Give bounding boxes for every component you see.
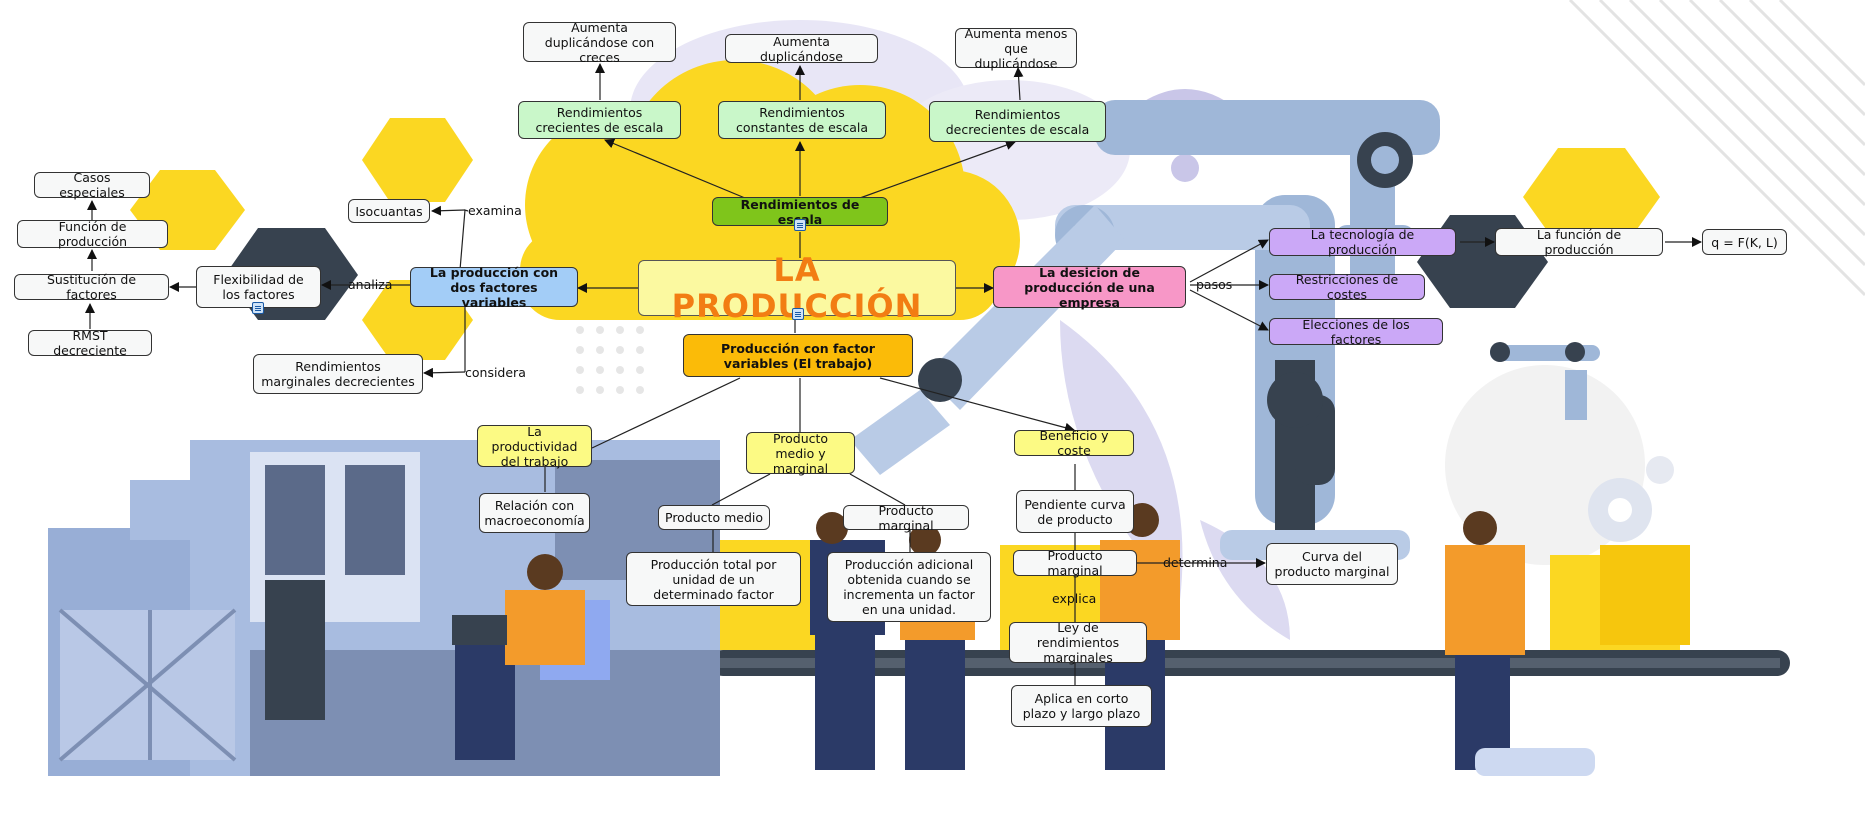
edge-label-explica: explica <box>1052 591 1097 606</box>
central-topic[interactable]: LA PRODUCCIÓN <box>638 252 956 324</box>
node-restricciones[interactable]: Restricciones de costes <box>1269 272 1425 302</box>
node-dos-factores[interactable]: La producción con dos factores variables <box>410 265 578 310</box>
factory-machine <box>48 440 720 776</box>
edge-label-determina: determina <box>1163 555 1228 570</box>
node-aumenta-creces[interactable]: Aumenta duplicándose con creces <box>523 20 676 65</box>
node-rend-marginales[interactable]: Rendimientos marginales decrecientes <box>253 354 423 394</box>
node-producto-marginal-def[interactable]: Producción adicional obtenida cuando se … <box>827 552 991 622</box>
edge-label-examina: examina <box>468 203 522 218</box>
node-producto-marginal-2[interactable]: Producto marginal <box>1013 548 1137 578</box>
node-formula[interactable]: q = F(K, L) <box>1702 229 1787 255</box>
node-curva-marginal[interactable]: Curva del producto marginal <box>1266 543 1398 585</box>
hatch-decoration <box>1568 0 1865 297</box>
node-rmst[interactable]: RMST decreciente <box>28 328 152 358</box>
node-rend-constantes[interactable]: Rendimientos constantes de escala <box>718 101 886 139</box>
node-producto-medio[interactable]: Producto medio <box>658 505 770 530</box>
node-ley-rendimientos[interactable]: Ley de rendimientos marginales <box>1009 620 1147 665</box>
worker-seated <box>452 554 610 760</box>
node-funcion-produccion-2[interactable]: La función de producción <box>1495 227 1663 257</box>
node-flexibilidad[interactable]: Flexibilidad de los factores <box>196 266 321 308</box>
node-elecciones[interactable]: Elecciones de los factores <box>1269 317 1443 347</box>
edge-label-considera: considera <box>465 365 526 380</box>
node-factor-variable[interactable]: Producción con factor variables (El trab… <box>683 334 913 377</box>
node-productividad[interactable]: La productividad del trabajo <box>477 424 592 469</box>
node-macroeconomia[interactable]: Relación con macroeconomía <box>479 493 590 533</box>
node-beneficio-coste[interactable]: Beneficio y coste <box>1014 428 1134 458</box>
edge-label-analiza: analiza <box>348 277 393 292</box>
edge-label-pasos: pasos <box>1196 277 1233 292</box>
node-decision[interactable]: La desicion de producción de una empresa <box>993 265 1186 310</box>
node-producto-medio-marginal[interactable]: Producto medio y marginal <box>746 431 855 476</box>
node-rend-decrecientes[interactable]: Rendimientos decrecientes de escala <box>929 101 1106 142</box>
node-casos-especiales[interactable]: Casos especiales <box>34 170 150 200</box>
node-aumenta-duplicandose[interactable]: Aumenta duplicándose <box>725 34 878 64</box>
node-producto-marginal[interactable]: Producto marginal <box>843 503 969 533</box>
node-tecnologia[interactable]: La tecnología de producción <box>1269 227 1456 257</box>
node-rend-crecientes[interactable]: Rendimientos crecientes de escala <box>518 101 681 139</box>
node-funcion-produccion[interactable]: Función de producción <box>17 219 168 249</box>
conveyor-belt <box>710 650 1790 676</box>
note-icon[interactable] <box>794 219 806 231</box>
node-aumenta-menos[interactable]: Aumenta menos que duplicándose <box>955 26 1077 71</box>
note-icon[interactable] <box>792 308 804 320</box>
gear-icon <box>1588 456 1674 542</box>
node-aplica[interactable]: Aplica en corto plazo y largo plazo <box>1011 685 1152 727</box>
note-icon[interactable] <box>252 302 264 314</box>
node-pendiente[interactable]: Pendiente curva de producto <box>1016 490 1134 533</box>
node-isocuantas[interactable]: Isocuantas <box>348 199 430 223</box>
node-producto-medio-def[interactable]: Producción total por unidad de un determ… <box>626 552 801 606</box>
node-sustitucion[interactable]: Sustitución de factores <box>14 272 169 302</box>
